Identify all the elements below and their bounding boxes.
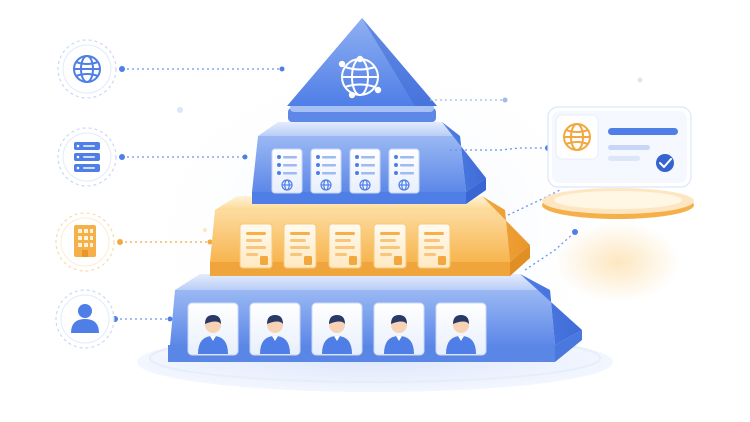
document-card	[239, 223, 273, 269]
connector-dot	[167, 316, 173, 322]
info-card-line	[608, 145, 650, 150]
connector-dot	[117, 239, 123, 245]
globe-icon	[398, 179, 410, 191]
globe-icon	[338, 55, 382, 99]
connector-lines-left	[115, 68, 282, 320]
document-card	[417, 223, 451, 269]
globe-icon	[320, 179, 332, 191]
person-icon	[260, 315, 290, 354]
decor-dot	[203, 228, 207, 232]
person-card	[249, 302, 301, 356]
server-card	[310, 148, 342, 194]
left-icon-building[interactable]	[55, 212, 115, 272]
document-card	[373, 223, 407, 269]
globe-icon	[563, 123, 591, 151]
left-icon-server[interactable]	[57, 127, 117, 187]
pedestal-glow	[556, 222, 680, 302]
document-card	[283, 223, 317, 269]
pyramid-top	[287, 18, 437, 122]
decor-dot	[177, 107, 183, 113]
info-card-bar	[608, 128, 678, 135]
server-card	[271, 148, 303, 194]
person-card	[373, 302, 425, 356]
person-card	[311, 302, 363, 356]
connector-lines-right	[430, 99, 576, 271]
connector-dot	[119, 66, 125, 72]
server-card	[349, 148, 381, 194]
globe-icon	[281, 179, 293, 191]
info-card[interactable]	[547, 106, 692, 188]
person-icon	[384, 315, 414, 354]
person-icon	[198, 315, 228, 354]
server-card-row	[271, 148, 420, 194]
connector-dot	[119, 154, 125, 160]
connector-dot	[242, 154, 248, 160]
person-icon	[446, 315, 476, 354]
left-icon-user[interactable]	[55, 289, 115, 349]
connector-dot	[502, 97, 508, 103]
server-card	[388, 148, 420, 194]
server-icon	[74, 142, 100, 172]
document-card-row	[239, 223, 451, 269]
user-icon	[71, 304, 99, 333]
document-card	[328, 223, 362, 269]
left-icon-globe[interactable]	[57, 39, 117, 99]
connector-dot	[207, 239, 213, 245]
decor-dot	[637, 77, 643, 83]
person-card	[435, 302, 487, 356]
people-card-row	[187, 302, 487, 356]
person-icon	[322, 315, 352, 354]
check-badge-icon	[656, 154, 674, 172]
info-card-line	[608, 156, 640, 161]
building-icon	[74, 225, 96, 257]
connector-dot	[279, 66, 285, 72]
globe-icon	[73, 55, 101, 83]
pedestal	[542, 188, 694, 219]
person-card	[187, 302, 239, 356]
globe-icon	[359, 179, 371, 191]
